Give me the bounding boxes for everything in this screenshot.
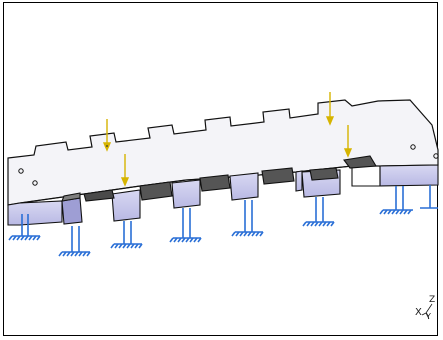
axis-triad-lines (421, 303, 433, 320)
support-constraint (58, 226, 91, 257)
support-constraint (379, 186, 413, 215)
front-notches (61, 155, 377, 225)
axis-x-label: X (415, 307, 422, 318)
support-constraint (110, 221, 143, 249)
load-arrow (343, 125, 353, 158)
plate-left-side (7, 200, 63, 226)
axis-z-label: Z (429, 295, 436, 305)
load-arrow (120, 154, 130, 187)
load-arrow (325, 92, 335, 126)
support-constraint (302, 197, 335, 227)
mounting-holes (18, 144, 439, 186)
support-constraint (169, 208, 202, 243)
axis-y-label: Y (426, 312, 431, 321)
load-arrows[interactable] (102, 92, 353, 187)
support-constraint (231, 200, 264, 237)
load-arrow (102, 119, 112, 152)
axis-triad: Z X Y (412, 293, 438, 323)
fixed-supports[interactable] (8, 185, 438, 257)
support-constraint (8, 214, 41, 241)
support-constraint (420, 185, 438, 209)
plate-right-side (379, 164, 439, 187)
